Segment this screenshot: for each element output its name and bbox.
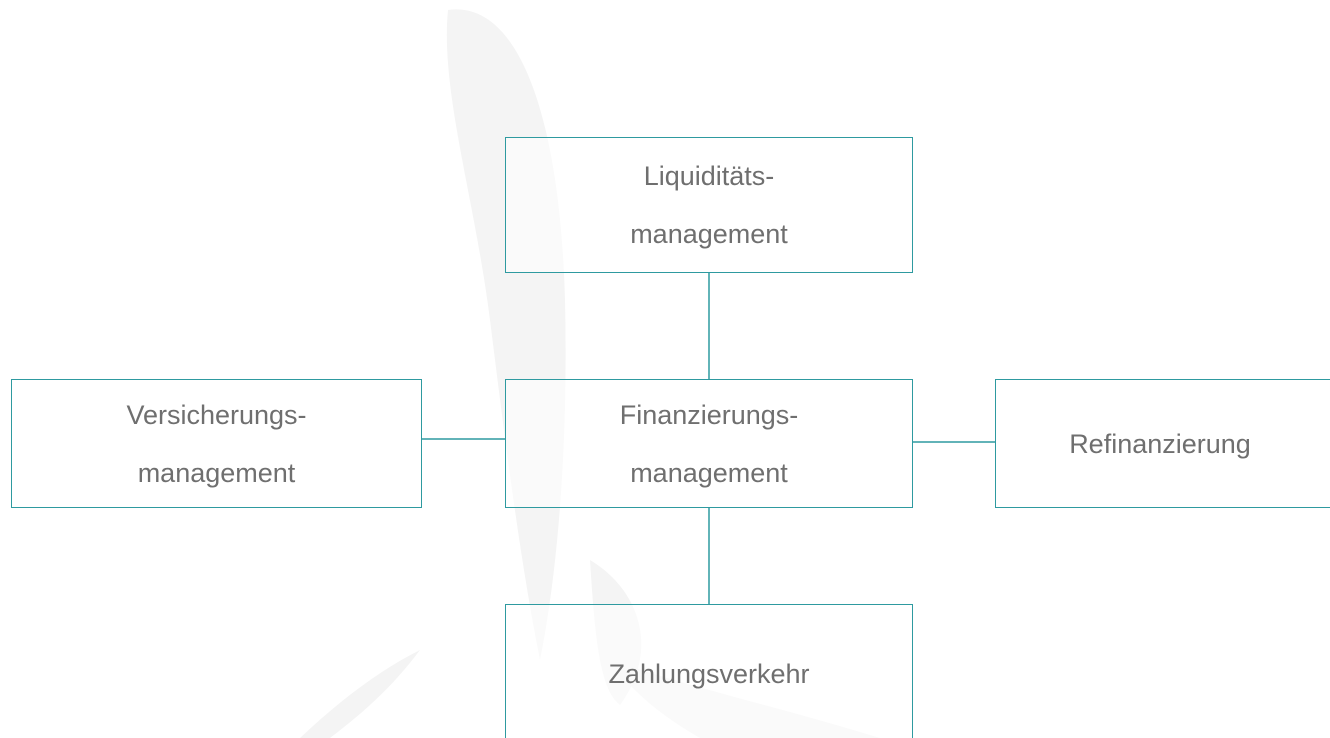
node-label-line1: Liquiditäts- xyxy=(643,161,775,191)
node-label-line1: Versicherungs- xyxy=(126,399,307,430)
node-label-line2: management xyxy=(630,219,788,249)
node-refinanzierung: Refinanzierung xyxy=(995,379,1330,508)
node-finanzierungsmanagement: Finanzierungs- management xyxy=(505,379,913,508)
node-label-line2: management xyxy=(137,457,296,488)
node-liquiditaetsmanagement: Liquiditäts- management xyxy=(505,137,913,273)
node-label-line1: Zahlungsverkehr xyxy=(608,659,810,689)
node-versicherungsmanagement: Versicherungs- management xyxy=(11,379,422,508)
node-label-line1: Refinanzierung xyxy=(1069,428,1251,459)
node-zahlungsverkehr: Zahlungsverkehr xyxy=(505,604,913,738)
node-label-line2: management xyxy=(630,457,788,488)
watermark-blade-lower-left xyxy=(300,650,420,738)
node-label-line1: Finanzierungs- xyxy=(619,399,799,430)
